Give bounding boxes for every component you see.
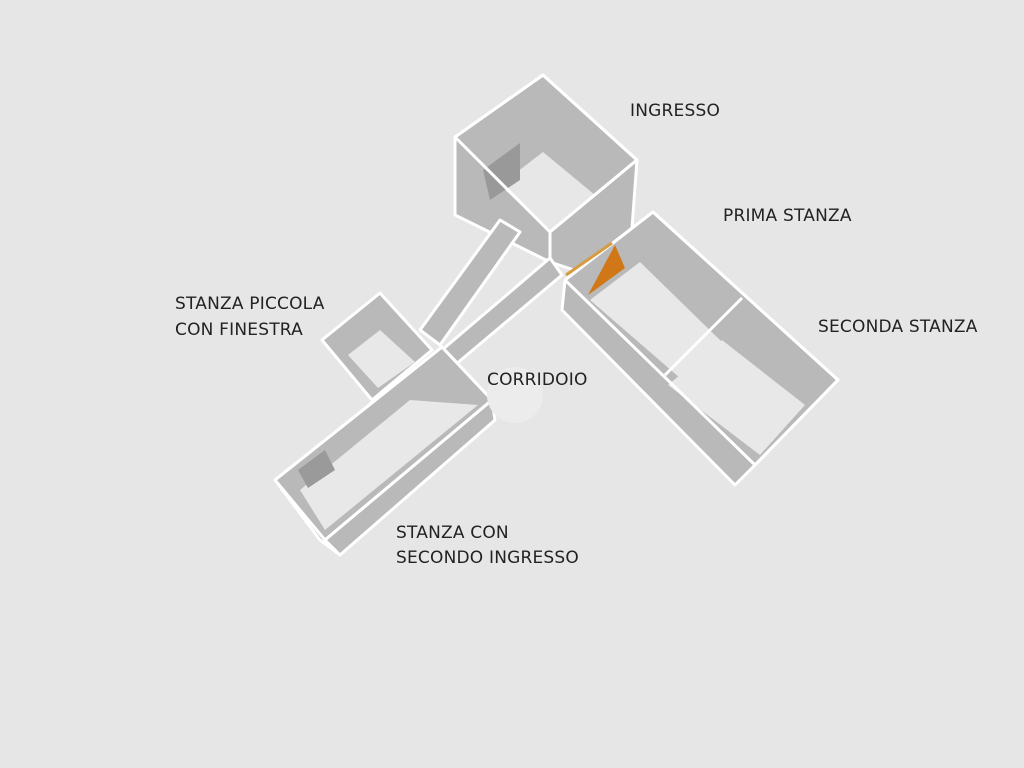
corridoio-marker xyxy=(487,367,543,423)
label-stanza-piccola-line2: CON FINESTRA xyxy=(175,320,303,340)
label-corridoio: CORRIDOIO xyxy=(487,370,588,390)
corridor-wall xyxy=(418,218,522,347)
label-prima-stanza: PRIMA STANZA xyxy=(723,206,852,226)
label-stanza-piccola-line1: STANZA PICCOLA xyxy=(175,294,325,314)
label-seconda-stanza: SECONDA STANZA xyxy=(818,317,978,337)
label-ingresso: INGRESSO xyxy=(630,101,721,121)
label-secondo-ingresso-line1: STANZA CON xyxy=(396,523,509,543)
label-secondo-ingresso-line2: SECONDO INGRESSO xyxy=(396,548,579,568)
door xyxy=(588,245,625,295)
